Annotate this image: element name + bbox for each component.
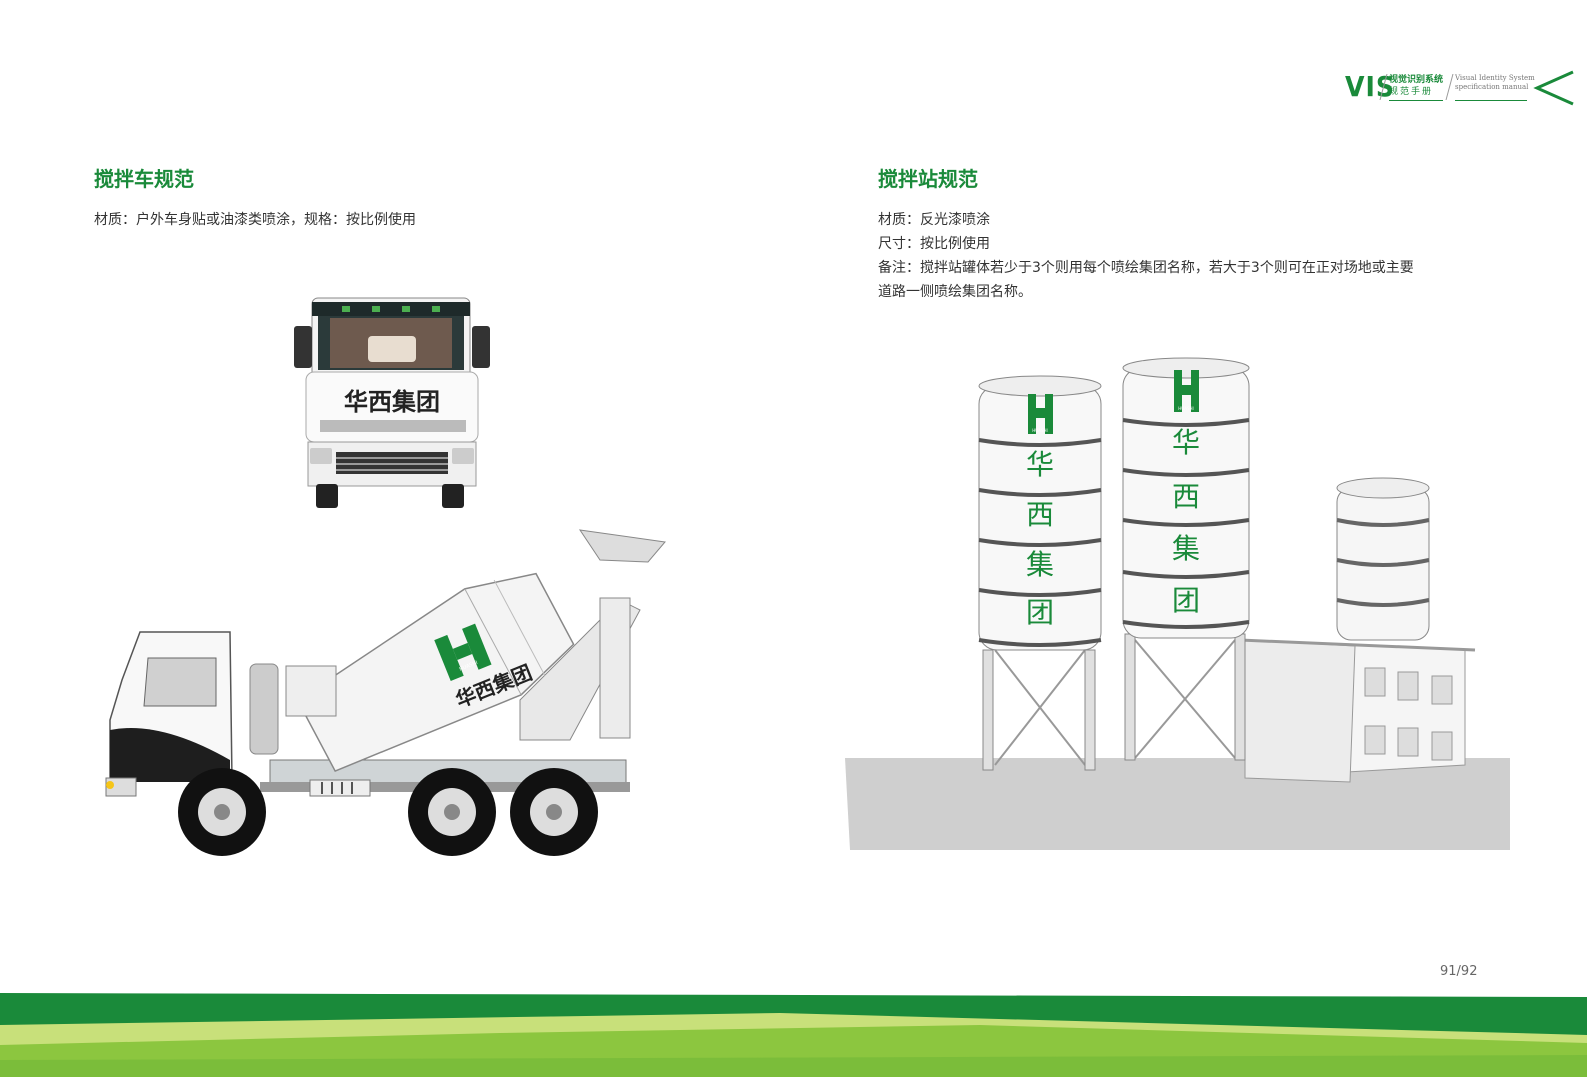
silo2-logo: HUASHI — [1174, 370, 1199, 412]
page-number: 91/92 — [1440, 964, 1478, 979]
vis-header: VIS 视觉识别系统 规范手册 Visual Identity System s… — [1345, 70, 1587, 106]
silo1-char-4: 团 — [1026, 596, 1054, 629]
vis-en-subtitle: specification manual — [1455, 83, 1529, 91]
mixer-truck-desc: 材质：户外车身贴或油漆类喷涂，规格：按比例使用 — [94, 212, 416, 228]
mixing-station-title: 搅拌站规范 — [878, 167, 978, 191]
footer-wave — [0, 993, 1587, 1077]
silo1-char-1: 华 — [1026, 448, 1054, 481]
silo1-char-3: 集 — [1026, 548, 1054, 581]
truck-front-illustration: 华西集团 — [294, 297, 490, 508]
mixing-station-illustration: HUASHI 华 西 集 团 HUASHI 华 西 集 团 — [845, 357, 1510, 850]
mixer-truck-illustration: HUASHI 华西集团 — [105, 529, 666, 856]
silo2-char-1: 华 — [1172, 426, 1200, 459]
vis-cn-subtitle: 规范手册 — [1389, 87, 1434, 97]
station-note: 备注：搅拌站罐体若少于3个则用每个喷绘集团名称，若大于3个则可在正对场地或主要 — [878, 260, 1414, 276]
vis-cn-title: 视觉识别系统 — [1389, 75, 1444, 85]
station-size: 尺寸：按比例使用 — [878, 236, 990, 252]
silo1-char-2: 西 — [1026, 498, 1054, 531]
svg-text:HUASHI: HUASHI — [1178, 406, 1193, 411]
svg-text:HUASHI: HUASHI — [1032, 428, 1047, 433]
station-note-cont: 道路一侧喷绘集团名称。 — [878, 284, 1032, 300]
truck-front-text: 华西集团 — [344, 388, 440, 416]
truck-wheels — [178, 768, 598, 856]
silo2-char-3: 集 — [1172, 532, 1200, 565]
silo1-logo: HUASHI — [1028, 394, 1053, 434]
silo2-char-2: 西 — [1172, 480, 1200, 513]
station-material: 材质：反光漆喷涂 — [878, 212, 990, 228]
silo2-char-4: 团 — [1172, 584, 1200, 617]
vis-divider-2 — [1445, 74, 1454, 100]
mixer-truck-title: 搅拌车规范 — [94, 167, 194, 191]
vis-mark: VIS — [1345, 70, 1396, 103]
vis-underline-2 — [1455, 100, 1527, 101]
vis-underline — [1389, 100, 1443, 101]
chevron-left-icon — [1533, 70, 1574, 106]
vis-en-title: Visual Identity System — [1455, 74, 1535, 82]
